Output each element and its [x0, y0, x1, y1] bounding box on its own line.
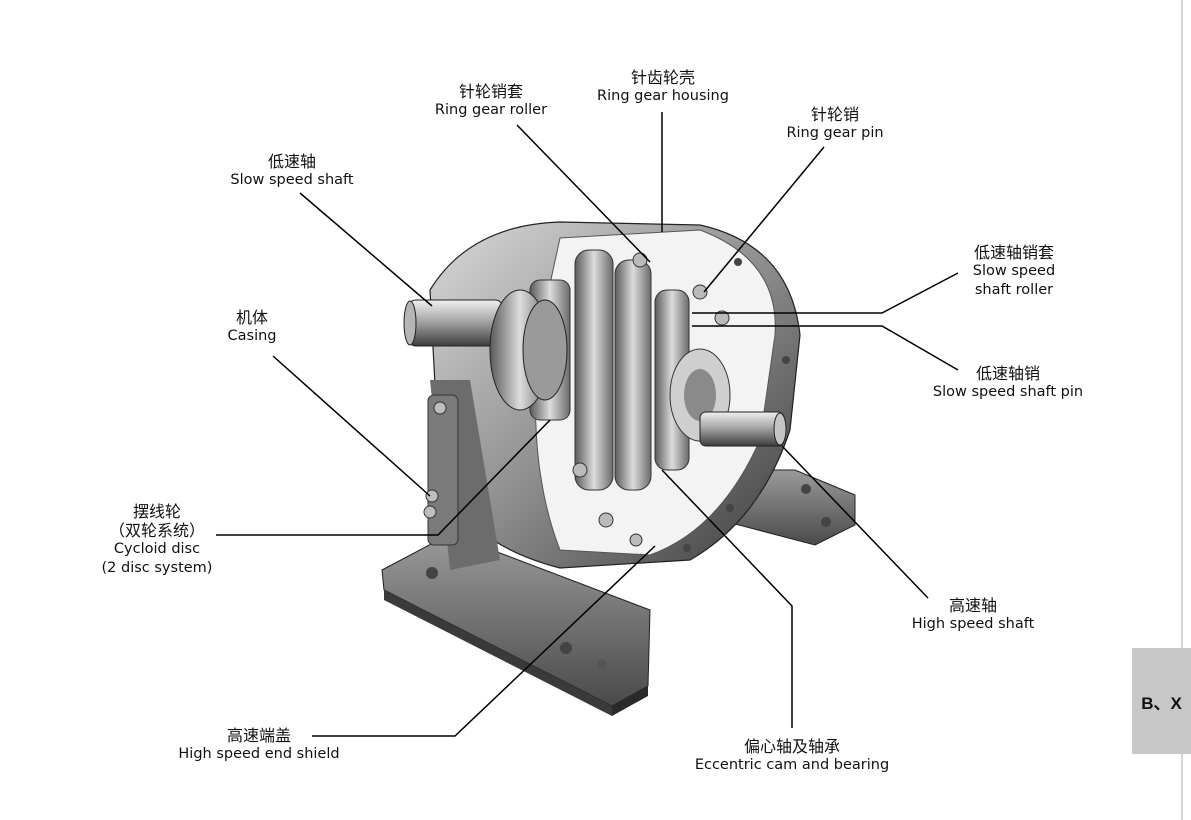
label-ring-gear-housing: 针齿轮壳 Ring gear housing	[594, 68, 732, 106]
label-en: Slow speed shaft pin	[932, 384, 1084, 400]
label-en: Slow speed shaft	[230, 172, 354, 188]
leader-casing	[272, 355, 431, 497]
label-ring-gear-roller: 针轮销套 Ring gear roller	[430, 82, 552, 120]
leader-slow-speed-shaft	[299, 192, 433, 307]
label-zh: 高速端盖	[226, 726, 291, 745]
label-en-line2: shaft roller	[974, 282, 1054, 298]
section-tab-label: B、X	[1141, 693, 1182, 713]
label-en: High speed shaft	[911, 616, 1035, 632]
label-zh: 低速轴销套	[973, 243, 1054, 262]
label-en: Ring gear housing	[597, 88, 729, 104]
page-edge-divider	[1181, 0, 1183, 820]
label-high-speed-shaft: 高速轴 High speed shaft	[906, 596, 1040, 634]
label-zh: 偏心轴及轴承	[743, 737, 840, 756]
label-zh: 针齿轮壳	[630, 68, 695, 87]
high-speed-shaft	[699, 411, 787, 447]
leader-high-speed-shaft	[781, 445, 929, 599]
label-zh: 机体	[235, 308, 268, 327]
base-plate	[381, 533, 651, 716]
leader-slow-speed-shaft-pin	[692, 325, 959, 371]
label-zh: 低速轴	[267, 152, 316, 171]
label-slow-speed-shaft: 低速轴 Slow speed shaft	[226, 152, 358, 190]
label-en-line2: (2 disc system)	[101, 560, 213, 576]
label-en: Ring gear roller	[434, 102, 548, 118]
leader-cycloid-disc	[216, 419, 551, 536]
label-casing: 机体 Casing	[216, 308, 288, 346]
leader-lines	[216, 112, 959, 737]
leader-slow-speed-shaft-roller	[692, 272, 959, 314]
leader-ring-gear-pin	[703, 146, 825, 293]
label-en-line1: Cycloid disc	[113, 541, 201, 557]
leader-high-speed-end-shield	[312, 545, 656, 737]
label-en: Casing	[227, 328, 277, 344]
label-cycloid-disc: 摆线轮 （双轮系统） Cycloid disc (2 disc system)	[98, 502, 216, 578]
casing-bolts	[423, 258, 790, 552]
label-zh: 高速轴	[948, 596, 997, 615]
label-zh: 针轮销	[810, 105, 859, 124]
label-zh-line2: （双轮系统）	[108, 521, 205, 540]
label-zh: 摆线轮	[132, 502, 181, 521]
label-eccentric-cam: 偏心轴及轴承 Eccentric cam and bearing	[690, 737, 894, 775]
label-zh: 针轮销套	[458, 82, 523, 101]
slow-speed-shaft	[403, 289, 568, 411]
label-en-line1: Slow speed	[972, 263, 1056, 279]
leader-ring-gear-roller	[516, 124, 651, 263]
label-slow-speed-shaft-pin: 低速轴销 Slow speed shaft pin	[928, 364, 1088, 402]
label-zh: 低速轴销	[975, 364, 1040, 383]
label-en: High speed end shield	[178, 746, 340, 762]
label-ring-gear-pin: 针轮销 Ring gear pin	[782, 105, 888, 143]
label-slow-speed-shaft-roller: 低速轴销套 Slow speed shaft roller	[960, 243, 1068, 300]
label-en: Ring gear pin	[786, 125, 884, 141]
leader-eccentric-cam	[661, 469, 793, 728]
label-en: Eccentric cam and bearing	[694, 757, 890, 773]
label-high-speed-end-shield: 高速端盖 High speed end shield	[174, 726, 344, 764]
section-tab[interactable]: B、X	[1132, 648, 1191, 754]
